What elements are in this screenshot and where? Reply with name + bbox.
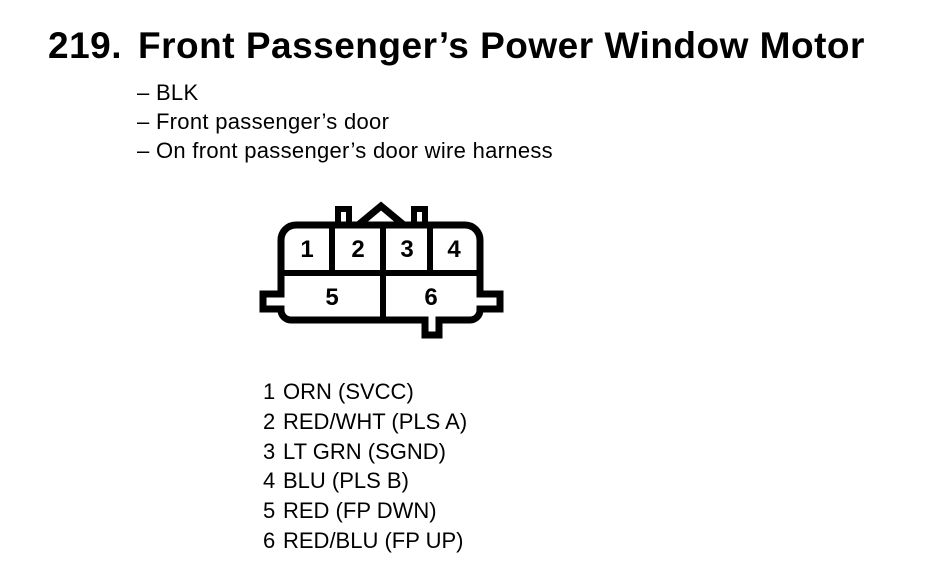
cavity-label-6: 6 <box>424 284 437 311</box>
figure-number: 219. <box>48 25 123 66</box>
pin-number: 2 <box>263 408 276 434</box>
pin-list: 1 ORN (SVCC) 2 RED/WHT (PLS A) 3 LT GRN … <box>263 377 467 556</box>
pin-row: 4 BLU (PLS B) <box>263 466 467 496</box>
cavity-label-4: 4 <box>447 236 461 263</box>
pin-wire-label: RED/WHT (PLS A) <box>283 408 468 434</box>
connector-diagram: 1 2 3 4 5 6 <box>259 201 504 339</box>
pin-wire-label: LT GRN (SGND) <box>283 438 446 464</box>
pin-row: 1 ORN (SVCC) <box>263 377 467 407</box>
pin-row: 5 RED (FP DWN) <box>263 496 467 526</box>
attribute-item-harness: – On front passenger’s door wire harness <box>137 138 553 163</box>
pin-wire-label: ORN (SVCC) <box>283 379 414 404</box>
pin-number: 4 <box>263 468 276 494</box>
cavity-label-2: 2 <box>351 236 364 263</box>
pin-wire-label: BLU (PLS B) <box>283 468 409 494</box>
attribute-item-location: – Front passenger’s door <box>137 109 390 134</box>
pin-number: 3 <box>263 438 276 464</box>
cavity-label-3: 3 <box>400 236 413 263</box>
pin-number: 5 <box>263 498 276 524</box>
attribute-list: – BLK – Front passenger’s door – On fron… <box>137 78 553 165</box>
figure-title: 219. Front Passenger’s Power Window Moto… <box>48 24 865 68</box>
attribute-item-wire-color: – BLK <box>137 80 199 105</box>
pin-row: 6 RED/BLU (FP UP) <box>263 526 467 556</box>
cavity-label-5: 5 <box>325 284 338 311</box>
pin-number: 6 <box>263 527 276 553</box>
pin-number: 1 <box>263 379 276 404</box>
pin-wire-label: RED (FP DWN) <box>283 498 437 524</box>
alignment-rib-icon <box>354 201 408 229</box>
pin-row: 3 LT GRN (SGND) <box>263 437 467 467</box>
cavity-label-1: 1 <box>300 236 313 263</box>
pin-wire-label: RED/BLU (FP UP) <box>283 527 464 553</box>
figure-title-text: Front Passenger’s Power Window Motor <box>138 25 865 66</box>
pin-row: 2 RED/WHT (PLS A) <box>263 407 467 437</box>
